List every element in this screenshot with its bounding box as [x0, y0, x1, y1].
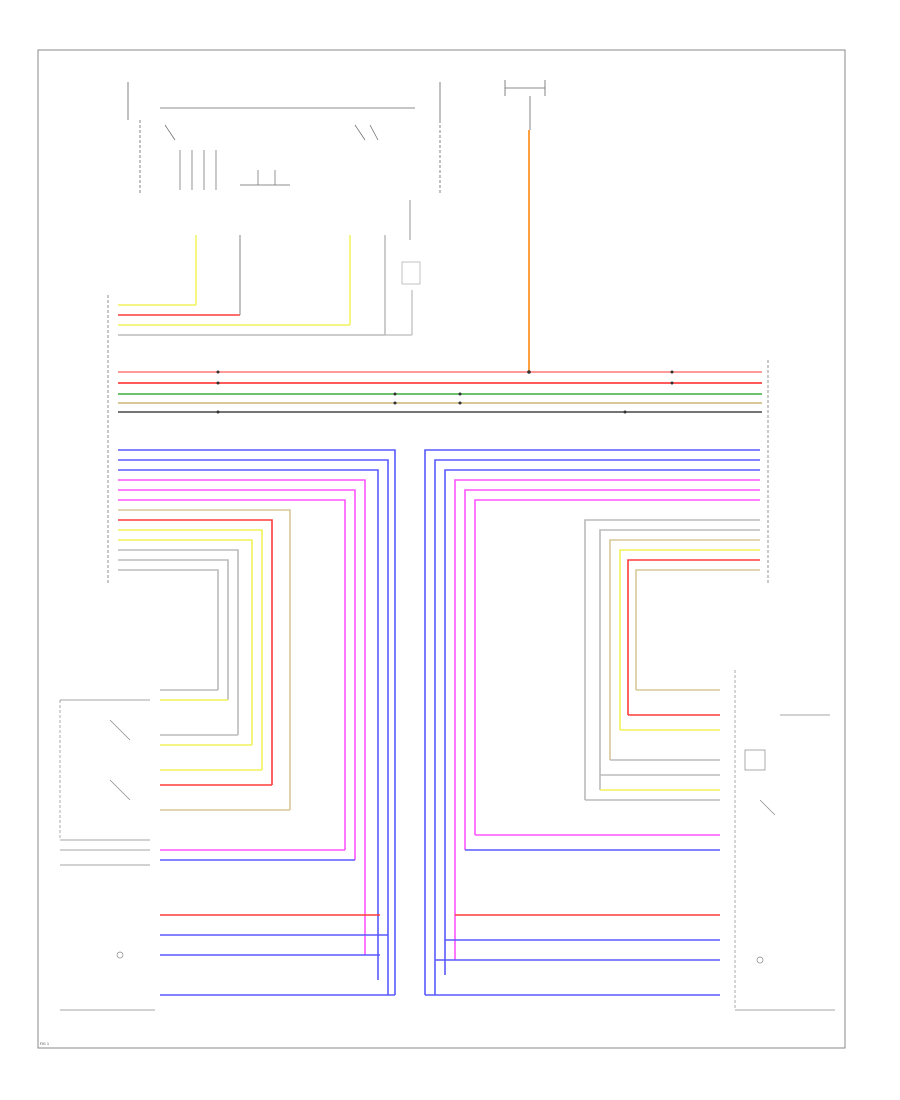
left-wire-bundle [118, 449, 396, 995]
splice-points [216, 370, 674, 414]
right-wire-bundle [424, 449, 760, 995]
right-lower-wires [425, 689, 720, 996]
fuse-block [504, 80, 546, 130]
top-left-harness [118, 235, 413, 336]
right-mirror-components [734, 670, 835, 1011]
main-bus [118, 371, 762, 413]
mirror-switch-module [127, 82, 441, 285]
diagram-frame [37, 49, 846, 1049]
left-mirror-components [59, 699, 155, 1011]
left-lower-wires [160, 689, 395, 996]
figure-number: FIG 1 [40, 1042, 49, 1046]
